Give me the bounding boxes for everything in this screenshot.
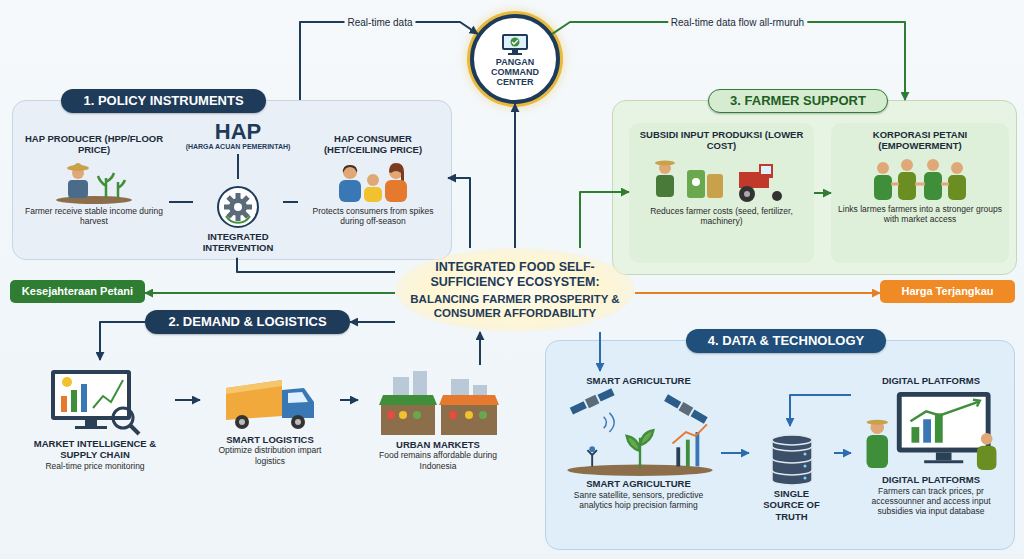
icon	[837, 154, 1003, 202]
node-description: (HARGA ACUAN PEMERINTAH)	[182, 143, 294, 150]
connector-arrow	[169, 201, 193, 203]
hap-title: HAP(HARGA ACUAN PEMERINTAH)	[178, 117, 298, 154]
illustration	[500, 32, 530, 56]
command-center-circle: PANGAN COMMAND CENTER	[470, 14, 560, 104]
tech-card: SMART AGRICULTURESMART AGRICULTURESanre …	[556, 371, 721, 514]
connector-arrow	[145, 292, 395, 294]
illustration	[216, 185, 260, 229]
icon	[23, 158, 165, 204]
tech-card: DIGITAL PLATFORMSDIGITAL PLATFORMSFarmer…	[851, 371, 1011, 520]
node-heading: DIGITAL PLATFORMS	[855, 474, 1007, 485]
node-heading: URBAN MARKETS	[362, 439, 514, 450]
node-heading: KORPORASI PETANI (EMPOWERMENT)	[837, 129, 1003, 152]
illustration	[373, 371, 503, 437]
illustration	[765, 432, 819, 486]
connector-arrow	[721, 452, 749, 454]
policy-card: HAP PRODUCER (HPP/FLOOR PRICE) Farmer rec…	[19, 129, 169, 230]
section-header: 4. DATA & TECHNOLOGY	[686, 329, 886, 353]
node-heading: HAP PRODUCER (HPP/FLOOR PRICE)	[23, 133, 165, 156]
node-heading: HAP CONSUMER (HET/CEILING PRICE)	[302, 133, 444, 156]
illustration	[54, 158, 134, 204]
node-heading: SUBSIDI INPUT PRODUKSI (LOWER COST)	[635, 129, 808, 152]
illustration	[328, 158, 418, 204]
connector-arrow	[340, 399, 358, 401]
icon	[753, 432, 830, 486]
logistics-step: URBAN MARKETSFood remains affordable dur…	[358, 365, 518, 475]
node-description: Real-time price monitoring	[19, 461, 171, 471]
icon	[635, 154, 808, 204]
icon	[362, 371, 514, 437]
icon	[19, 366, 171, 436]
icon	[855, 388, 1007, 472]
node-description: Food remains affordable during Indonesia	[362, 450, 514, 470]
node-description: Optimize distribution impart logistics	[204, 445, 336, 465]
node-description: BALANCING FARMER PROSPERITY & CONSUMER A…	[403, 293, 627, 321]
icon	[197, 185, 279, 229]
illustration	[856, 388, 1006, 472]
node-heading: SMART AGRICULTURE	[560, 478, 717, 489]
node-heading: HAP	[182, 121, 294, 143]
edge-label: Real-time data	[344, 17, 415, 28]
section-header: 1. POLICY INSTRUMENTS	[61, 89, 266, 113]
connector-arrow	[834, 452, 851, 454]
intervention-hub: INTEGRATED INTERVENTION	[193, 179, 283, 258]
node-text: Harga Terjangkau	[886, 285, 1009, 298]
illustration	[47, 366, 143, 436]
node-heading: INTEGRATED FOOD SELF-SUFFICIENCY ECOSYST…	[403, 260, 627, 290]
policy-card: HAP CONSUMER (HET/CEILING PRICE) Protects…	[298, 129, 448, 230]
connector-arrow	[237, 154, 239, 179]
edge-label: Real-time data flow all-rmuruh	[668, 17, 807, 28]
support-card: SUBSIDI INPUT PRODUKSI (LOWER COST) Reduc…	[629, 123, 814, 263]
illustration	[647, 154, 797, 204]
connector-arrow	[599, 332, 601, 371]
node-description: Farmer receive stable income during harv…	[23, 206, 165, 226]
logistics-step: MARKET INTELLIGENCE & SUPPLY CHAINReal-t…	[15, 360, 175, 475]
outcome-box: Kesejahteraan Petani	[10, 280, 145, 303]
node-description: Farmers can track prices, pr accessounne…	[855, 486, 1007, 517]
connector-arrow	[350, 321, 395, 323]
node-description: Sanre satellite, sensors, predictive ana…	[560, 490, 717, 510]
node-description: Reduces farmer costs (seed, fertilizer, …	[635, 206, 808, 226]
node-text: SINGLE SOURCE OF TRUTH	[753, 488, 830, 522]
outcome-box: Harga Terjangkau	[880, 280, 1015, 303]
connector-arrow	[175, 399, 200, 401]
node-description: Protects consumers from spikes during of…	[302, 206, 444, 226]
node-heading: SMART LOGISTICS	[204, 434, 336, 445]
node-heading: INTEGRATED INTERVENTION	[197, 231, 279, 254]
logistics-step: SMART LOGISTICSOptimize distribution imp…	[200, 370, 340, 470]
connector-arrow	[283, 201, 298, 203]
connector-arrow	[100, 322, 145, 360]
connector-arrow	[514, 104, 516, 248]
data-store: SINGLE SOURCE OF TRUTH	[749, 426, 834, 526]
node-description: Links larmes farmers into a stronger gro…	[837, 204, 1003, 224]
illustration	[865, 154, 975, 202]
icon	[500, 32, 530, 56]
section-panel: 3. FARMER SUPPORTSUBSIDI INPUT PRODUKSI …	[612, 100, 1017, 275]
icon	[302, 158, 444, 204]
node-heading: DIGITAL PLATFORMS	[855, 375, 1007, 386]
section-panel: 1. POLICY INSTRUMENTSHAP(HARGA ACUAN PEM…	[12, 100, 452, 260]
section-header: 2. DEMAND & LOGISTICS	[145, 310, 350, 334]
central-theme: INTEGRATED FOOD SELF-SUFFICIENCY ECOSYST…	[395, 248, 635, 332]
section-header: 3. FARMER SUPPORT	[708, 89, 888, 113]
node-text: PANGAN COMMAND CENTER	[478, 58, 552, 88]
section-panel: 4. DATA & TECHNOLOGYSMART AGRICULTURESMA…	[545, 340, 1015, 550]
icon	[560, 388, 717, 476]
node-heading: MARKET INTELLIGENCE & SUPPLY CHAIN	[19, 438, 171, 461]
illustration	[560, 388, 720, 476]
connector-arrow	[814, 192, 831, 194]
node-heading: SMART AGRICULTURE	[560, 375, 717, 386]
connector-arrow	[479, 332, 481, 365]
connector-arrow	[300, 22, 478, 100]
section-header-box: 2. DEMAND & LOGISTICS	[145, 310, 350, 334]
connector-arrow	[635, 292, 880, 294]
illustration	[220, 376, 320, 432]
node-text: Kesejahteraan Petani	[16, 285, 139, 298]
icon	[204, 376, 336, 432]
support-card: KORPORASI PETANI (EMPOWERMENT) Links larm…	[831, 123, 1009, 263]
